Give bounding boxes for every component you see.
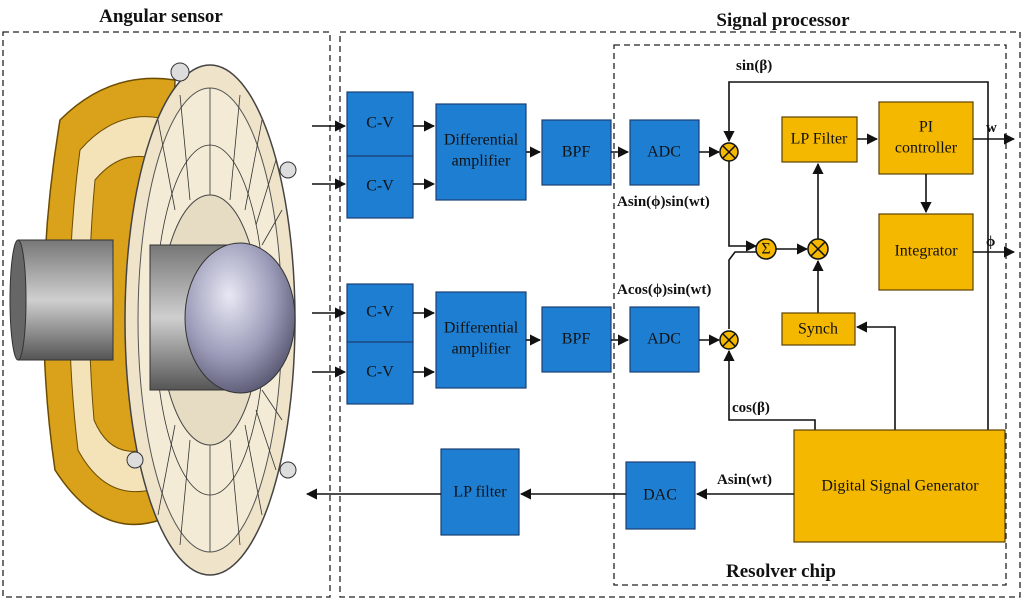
asin-phi-label: Asin(ϕ)sin(wt) (617, 194, 710, 210)
cv-block-2: C-V (346, 155, 414, 219)
angular-sensor-title: Angular sensor (99, 6, 223, 27)
svg-text:Synch: Synch (798, 321, 838, 338)
bpf-block-2: BPF (541, 306, 612, 373)
differential-amplifier-1: Differential amplifier (435, 103, 527, 201)
differential-amplifier-2: Differential amplifier (435, 291, 527, 389)
dac-block: DAC (625, 461, 696, 530)
svg-text:Σ: Σ (761, 241, 770, 258)
cv-block-4: C-V (346, 341, 414, 405)
wire-mult2-sum (728, 251, 756, 329)
cos-beta-line (723, 349, 816, 430)
phi-output-label: ϕ (986, 234, 995, 250)
svg-text:BPF: BPF (562, 331, 591, 348)
svg-text:Differential: Differential (444, 132, 519, 149)
svg-text:C-V: C-V (366, 304, 394, 321)
sin-beta-label: sin(β) (736, 58, 772, 74)
svg-text:Differential: Differential (444, 320, 519, 337)
synch-block: Synch (781, 312, 856, 346)
svg-text:ADC: ADC (647, 144, 681, 161)
signal-processor-frame (339, 31, 1021, 598)
signal-processor-title: Signal processor (716, 10, 850, 31)
pi-controller: PI controller (878, 101, 974, 175)
wire-dsg-synch (855, 321, 896, 430)
w-output-label: w (986, 120, 997, 136)
summation-node: Σ (755, 238, 777, 260)
cos-beta-label: cos(β) (732, 400, 770, 416)
svg-text:PI: PI (919, 119, 933, 136)
resolver-chip-title: Resolver chip (726, 561, 836, 582)
cv-block-1: C-V (346, 91, 414, 157)
svg-text:DAC: DAC (643, 487, 677, 504)
svg-text:LP filter: LP filter (453, 484, 507, 501)
svg-text:Digital Signal Generator: Digital Signal Generator (821, 478, 979, 495)
svg-text:Integrator: Integrator (894, 243, 958, 260)
svg-text:BPF: BPF (562, 144, 591, 161)
integrator: Integrator (878, 213, 974, 291)
adc-block-2: ADC (629, 306, 700, 373)
svg-text:controller: controller (895, 140, 958, 157)
svg-text:C-V: C-V (366, 178, 394, 195)
bpf-block-1: BPF (541, 119, 612, 186)
acos-phi-label: Acos(ϕ)sin(wt) (617, 282, 711, 298)
wire-mult1-sum (728, 161, 758, 252)
svg-text:ADC: ADC (647, 331, 681, 348)
svg-text:C-V: C-V (366, 115, 394, 132)
digital-signal-generator: Digital Signal Generator (793, 429, 1006, 543)
angular-sensor-illustration (9, 62, 297, 576)
sin-beta-line (723, 81, 989, 430)
multiplier-center (807, 238, 829, 260)
svg-text:amplifier: amplifier (452, 341, 511, 358)
multiplier-top (719, 142, 739, 162)
svg-text:LP Filter: LP Filter (791, 131, 848, 148)
lp-filter-upper: LP Filter (781, 116, 858, 163)
multiplier-bottom (719, 330, 739, 350)
svg-text:amplifier: amplifier (452, 153, 511, 170)
cv-block-3: C-V (346, 283, 414, 343)
adc-block-1: ADC (629, 119, 700, 186)
asin-wt-label: Asin(wt) (717, 472, 772, 488)
angular-sensor-frame (2, 31, 331, 598)
svg-text:C-V: C-V (366, 364, 394, 381)
resolver-chip-frame (613, 44, 1007, 586)
lp-filter-lower: LP filter (440, 448, 520, 536)
